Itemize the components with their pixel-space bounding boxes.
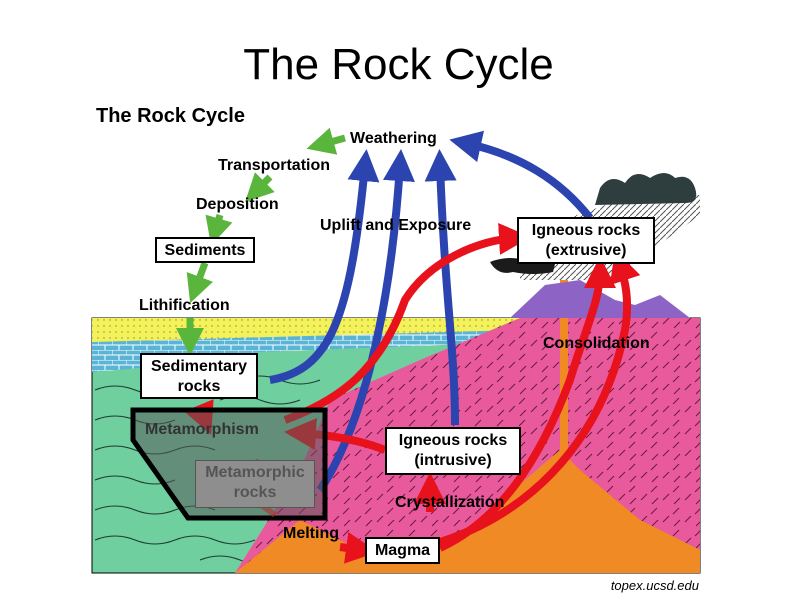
box-sediments: Sediments — [155, 237, 255, 263]
box-metamorphic-line2: rocks — [233, 484, 277, 501]
green-arrows — [176, 127, 346, 356]
box-igneous-intrusive: Igneous rocks (intrusive) — [385, 427, 521, 475]
source-credit: topex.ucsd.edu — [610, 578, 699, 593]
box-magma-text: Magma — [374, 542, 431, 559]
box-sedimentary-line1: Sedimentary — [150, 358, 248, 375]
label-metamorphism: Metamorphism — [145, 421, 259, 438]
box-metamorphic-rocks: Metamorphic rocks — [195, 460, 315, 508]
eruption-cloud — [595, 173, 697, 205]
box-metamorphic-line1: Metamorphic — [205, 464, 305, 481]
magma-layer — [235, 450, 700, 573]
label-consolidation: Consolidation — [543, 335, 650, 352]
box-sediments-text: Sediments — [164, 242, 246, 259]
label-transportation: Transportation — [218, 157, 331, 174]
label-weathering: Weathering — [350, 130, 437, 147]
box-igneous-ext-line2: (extrusive) — [545, 242, 627, 259]
label-deposition: Deposition — [196, 196, 279, 213]
volcanic-conduit — [560, 280, 568, 470]
box-igneous-int-line1: Igneous rocks — [398, 432, 508, 449]
diagram-title: The Rock Cycle — [96, 105, 245, 127]
label-uplift: Uplift and Exposure — [320, 217, 472, 234]
label-lithification: Lithification — [139, 297, 230, 314]
label-crystallization: Crystallization — [395, 494, 505, 511]
box-igneous-int-line2: (intrusive) — [414, 452, 492, 469]
box-magma: Magma — [365, 537, 440, 564]
box-sedimentary-line2: rocks — [177, 378, 221, 395]
box-sedimentary-rocks: Sedimentary rocks — [140, 353, 258, 399]
label-melting: Melting — [283, 525, 339, 542]
slide-title: The Rock Cycle — [243, 40, 554, 89]
box-igneous-extrusive: Igneous rocks (extrusive) — [517, 217, 655, 264]
box-igneous-ext-line1: Igneous rocks — [531, 222, 641, 239]
